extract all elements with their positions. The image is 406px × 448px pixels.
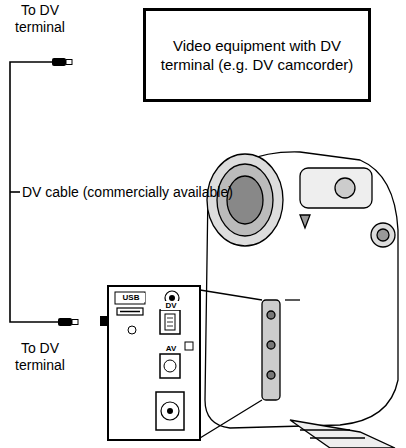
av-port [160,354,180,378]
port-label: AV [161,344,181,353]
dv-plug [52,58,72,66]
port-label: DV [161,301,181,310]
port-label: USB [117,293,145,302]
equipment-box: Video equipment with DV terminal (e.g. D… [143,8,371,102]
box-text: Video equipment with DV terminal (e.g. D… [146,30,368,80]
cable-label: DV cable (commercially available) [22,184,352,201]
dc-port [156,392,184,430]
dv-plug [58,318,78,326]
terminal-panel [108,286,200,440]
dv-port [160,310,180,334]
terminal-label: To DV terminal [0,2,80,36]
terminal-label: To DV terminal [0,340,80,374]
usb-port [117,308,143,315]
